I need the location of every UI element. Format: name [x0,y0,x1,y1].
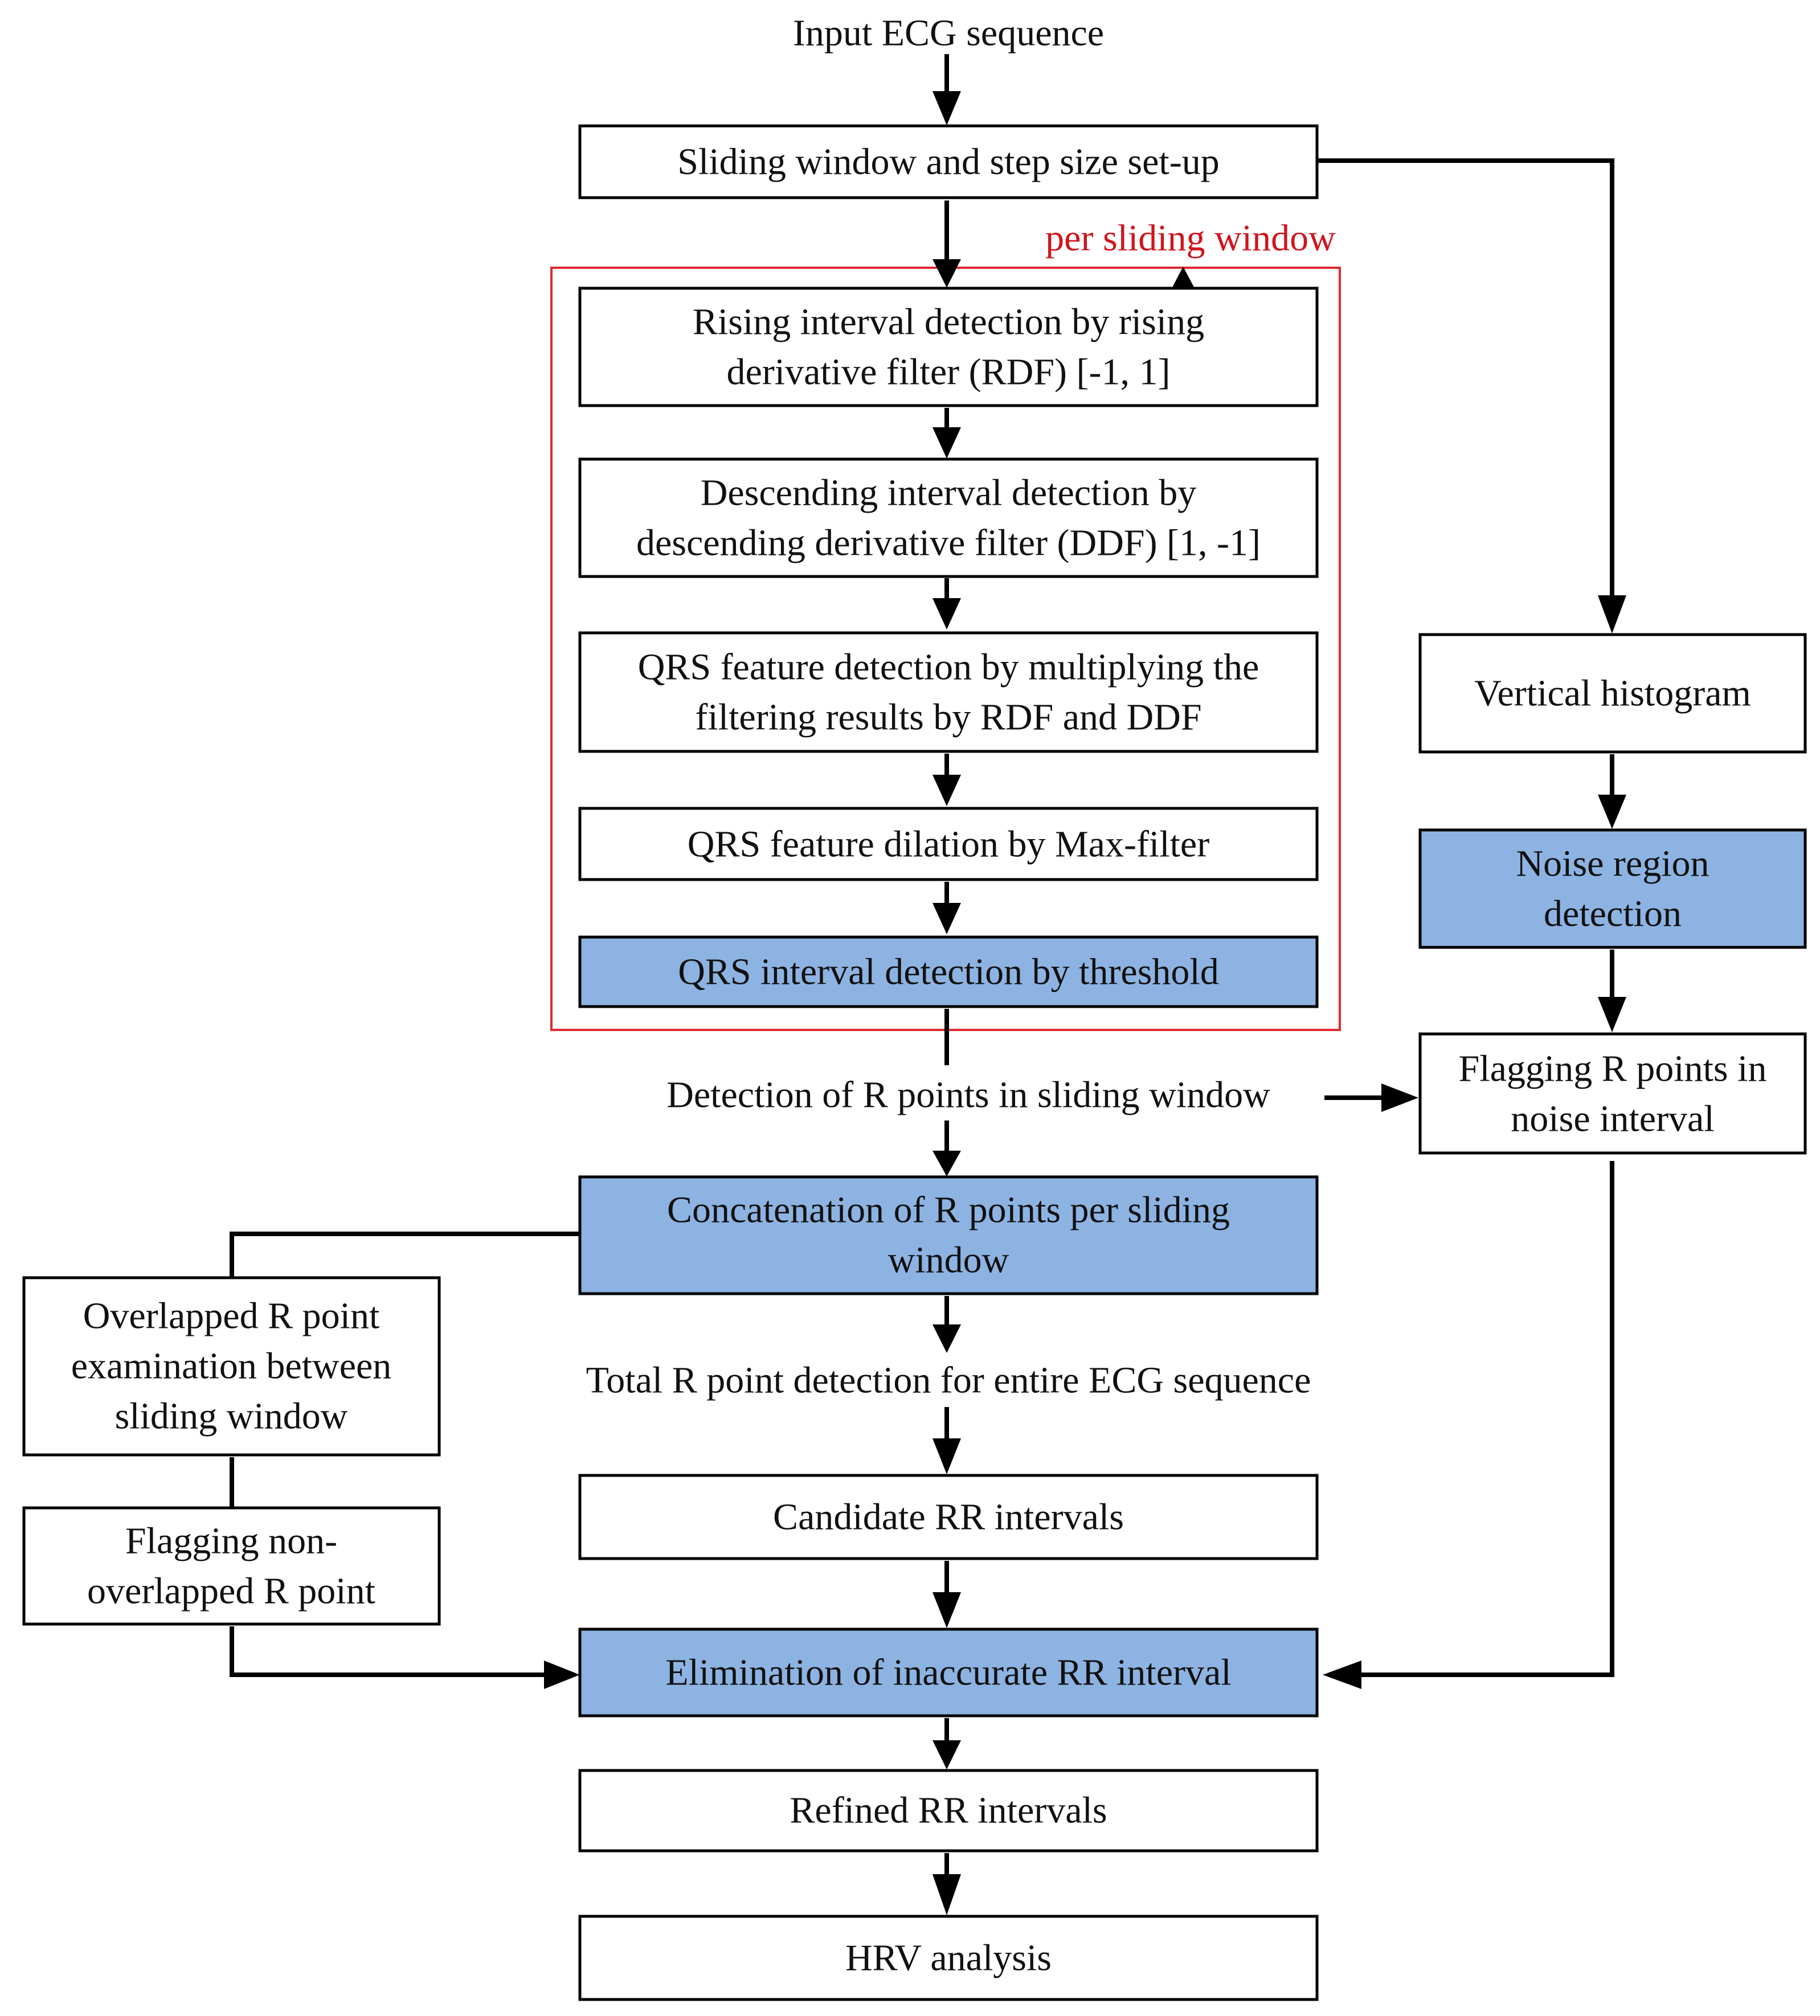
sliding-window-setup-label: Sliding window and step size set-up [677,141,1219,183]
descending-interval-detection-label-line-2: descending derivative filter (DDF) [1, -… [636,522,1261,564]
total-r-detection-label-line-1: Total R point detection for entire ECG s… [586,1360,1311,1401]
vertical-histogram-label: Vertical histogram [1474,673,1751,714]
arrowheads [544,91,1626,1915]
hrv-analysis-label-line-1: HRV analysis [845,1937,1052,1979]
flagging-non-overlap-label: Flagging non-overlapped R point [87,1520,375,1612]
concatenation-label-line-1: Concatenation of R points per sliding [667,1189,1230,1231]
qrs-feature-dilation-label-line-1: QRS feature dilation by Max-filter [688,824,1209,865]
vertical-histogram-label-line-1: Vertical histogram [1474,673,1751,714]
vertical-histogram-box: Vertical histogram [1418,633,1807,754]
noise-region-detection-label-line-2: detection [1544,893,1682,935]
candidate-rr-box: Candidate RR intervals [578,1474,1319,1560]
candidate-rr-label: Candidate RR intervals [773,1496,1124,1538]
elimination-label-line-1: Elimination of inaccurate RR interval [665,1652,1231,1694]
flagging-noise-label: Flagging R points in noise interval [1459,1048,1767,1140]
hrv-analysis-box: HRV analysis [578,1915,1319,2001]
qrs-feature-detection-label: QRS feature detection by multiplying the… [638,647,1259,738]
rising-interval-detection-box: Rising interval detection by rising deriv… [578,287,1319,407]
concatenation-box: Concatenation of R points per sliding win… [578,1175,1319,1295]
overlap-examination-label-line-1: Overlapped R point [83,1295,380,1337]
overlap-examination-label: Overlapped R point examination between sli… [71,1295,392,1437]
qrs-feature-dilation-box: QRS feature dilation by Max-filter [578,807,1319,881]
input-ecg-label-line-1: Input ECG sequence [793,13,1104,54]
qrs-feature-detection-label-line-1: QRS feature detection by multiplying the [638,647,1259,688]
detection-r-points-label-line-1: Detection of R points in sliding window [666,1074,1270,1116]
concatenation-label-line-2: window [888,1240,1009,1281]
flagging-non-overlap-label-line-1: Flagging non- [125,1520,337,1562]
flagging-non-overlap-label-line-2: overlapped R point [87,1571,375,1612]
flagging-noise-box: Flagging R points in noise interval [1418,1032,1807,1155]
rising-interval-detection-label-line-2: derivative filter (RDF) [-1, 1] [727,351,1171,393]
sliding-window-setup-label-line-1: Sliding window and step size set-up [677,141,1219,183]
qrs-feature-detection-box: QRS feature detection by multiplying the… [578,631,1319,753]
qrs-feature-detection-label-line-2: filtering results by RDF and DDF [695,697,1201,738]
total-r-detection-label: Total R point detection for entire ECG s… [586,1360,1311,1401]
hrv-analysis-label: HRV analysis [845,1937,1052,1979]
per-sliding-window-label: per sliding window [1045,218,1336,259]
noise-region-detection-label: Noise region detection [1516,843,1709,935]
noise-region-detection-label-line-1: Noise region [1516,843,1709,885]
flagging-non-overlap-box: Flagging non-overlapped R point [22,1506,441,1626]
sliding-window-setup-box: Sliding window and step size set-up [578,124,1319,199]
qrs-interval-threshold-label-line-1: QRS interval detection by threshold [678,951,1219,993]
flagging-noise-label-line-1: Flagging R points in [1459,1048,1767,1090]
elimination-label: Elimination of inaccurate RR interval [665,1652,1231,1694]
descending-interval-detection-label: Descending interval detection by descendi… [636,472,1261,564]
candidate-rr-label-line-1: Candidate RR intervals [773,1496,1124,1538]
refined-rr-box: Refined RR intervals [578,1769,1319,1853]
overlap-examination-label-line-3: sliding window [115,1396,348,1437]
refined-rr-label-line-1: Refined RR intervals [790,1790,1107,1831]
noise-region-detection-box: Noise region detection [1418,828,1807,949]
qrs-feature-dilation-label: QRS feature dilation by Max-filter [688,824,1209,865]
descending-interval-detection-box: Descending interval detection by descendi… [578,457,1319,578]
rising-interval-detection-label-line-1: Rising interval detection by rising [693,301,1204,343]
qrs-interval-threshold-label: QRS interval detection by threshold [678,951,1219,993]
refined-rr-label: Refined RR intervals [790,1790,1107,1831]
overlap-examination-box: Overlapped R point examination between sli… [22,1276,441,1457]
qrs-interval-threshold-box: QRS interval detection by threshold [578,935,1319,1008]
concatenation-label: Concatenation of R points per sliding win… [667,1189,1230,1281]
detection-r-points-label: Detection of R points in sliding window [666,1074,1270,1116]
per-sliding-window-label-line-1: per sliding window [1045,218,1336,259]
elimination-box: Elimination of inaccurate RR interval [578,1627,1319,1718]
overlap-examination-label-line-2: examination between [71,1346,392,1387]
input-ecg-label: Input ECG sequence [793,13,1104,54]
rising-interval-detection-label: Rising interval detection by rising deriv… [693,301,1204,393]
flagging-noise-label-line-2: noise interval [1511,1098,1714,1140]
descending-interval-detection-label-line-1: Descending interval detection by [701,472,1197,514]
